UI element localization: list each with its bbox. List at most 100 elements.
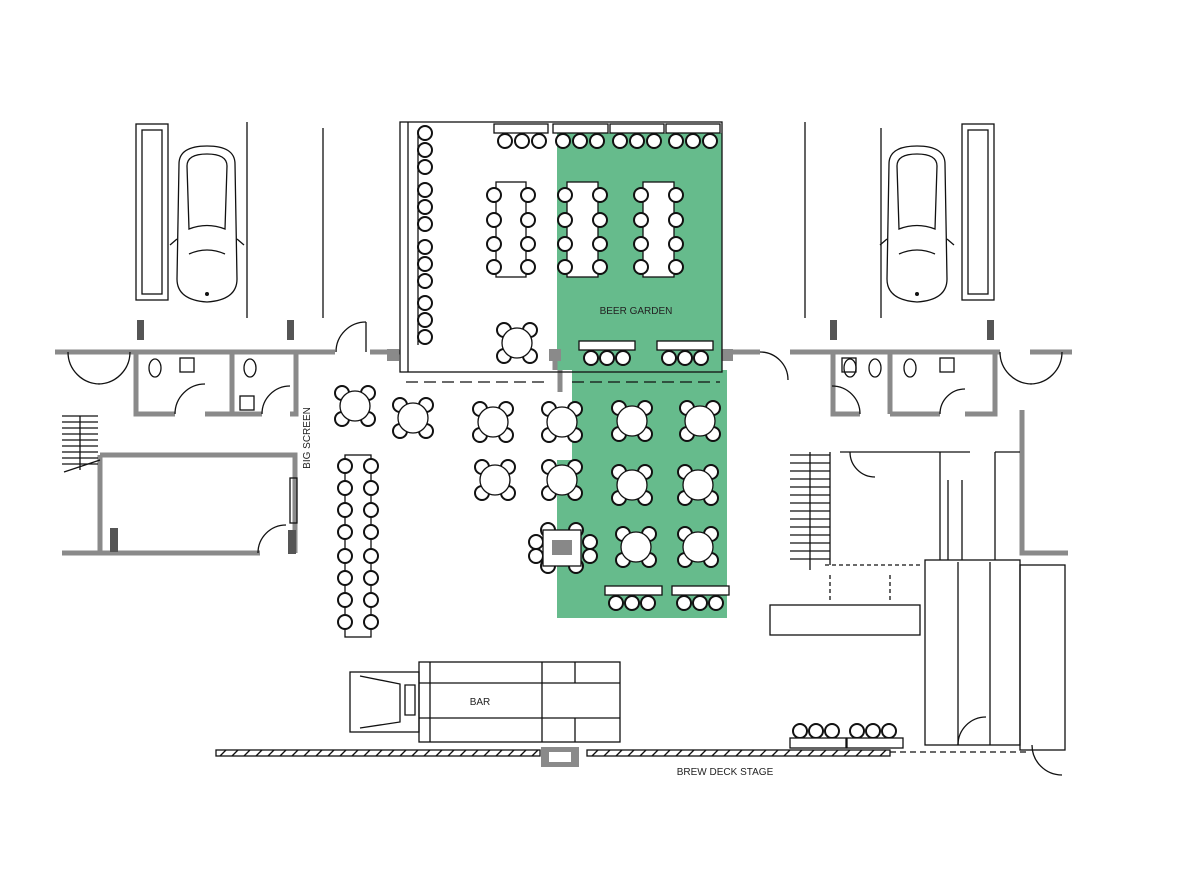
bench bbox=[671, 585, 730, 596]
chair bbox=[646, 133, 662, 149]
fixture-line bbox=[939, 388, 966, 415]
round-table bbox=[546, 406, 578, 438]
big-screen-label: BIG SCREEN bbox=[302, 407, 313, 469]
sink-icon bbox=[239, 395, 255, 411]
fixture-line bbox=[246, 122, 882, 318]
round-table bbox=[546, 464, 578, 496]
door-stop bbox=[110, 528, 118, 552]
bench bbox=[656, 340, 714, 351]
walls bbox=[55, 349, 1072, 767]
chair bbox=[363, 592, 379, 608]
service-room bbox=[924, 559, 1021, 746]
round-table bbox=[682, 469, 714, 501]
chair bbox=[633, 236, 649, 252]
furniture bbox=[334, 123, 904, 749]
chair bbox=[486, 212, 502, 228]
chair bbox=[514, 133, 530, 149]
fixture-line bbox=[261, 385, 291, 415]
post bbox=[387, 349, 399, 361]
chair bbox=[417, 199, 433, 215]
bench bbox=[789, 737, 847, 749]
chair bbox=[668, 236, 684, 252]
round-table bbox=[477, 406, 509, 438]
fixture-line bbox=[339, 749, 347, 757]
fixture-line bbox=[411, 749, 419, 757]
chair bbox=[557, 212, 573, 228]
fixture-line bbox=[639, 749, 647, 757]
bench bbox=[578, 340, 636, 351]
chair bbox=[582, 548, 598, 564]
fixture-line bbox=[519, 749, 527, 757]
car-part bbox=[176, 145, 238, 303]
bench bbox=[665, 123, 721, 134]
toilet-icon bbox=[903, 358, 917, 378]
chair bbox=[363, 502, 379, 518]
chair bbox=[693, 350, 709, 366]
chair bbox=[557, 236, 573, 252]
chair bbox=[520, 187, 536, 203]
round-table bbox=[616, 405, 648, 437]
fixture-line bbox=[97, 351, 131, 385]
chair bbox=[668, 187, 684, 203]
car-part bbox=[188, 249, 226, 255]
fixture-line bbox=[699, 749, 707, 757]
fixture-line bbox=[257, 524, 287, 554]
fixture-line bbox=[419, 662, 620, 742]
fixture-line bbox=[255, 749, 263, 757]
chair bbox=[531, 133, 547, 149]
chair bbox=[337, 570, 353, 586]
fixture-line bbox=[267, 749, 275, 757]
chair bbox=[608, 595, 624, 611]
chair bbox=[592, 236, 608, 252]
car-part bbox=[169, 238, 245, 246]
chair bbox=[417, 216, 433, 232]
chair bbox=[520, 212, 536, 228]
fixtures bbox=[62, 121, 1066, 776]
parking-bay bbox=[135, 123, 169, 301]
fixture-line bbox=[359, 675, 416, 729]
chair bbox=[692, 595, 708, 611]
table-center bbox=[552, 540, 572, 555]
sink-icon bbox=[179, 357, 195, 373]
fixture-line bbox=[174, 383, 206, 415]
wall bbox=[133, 352, 299, 417]
fixture-line bbox=[327, 749, 335, 757]
post bbox=[549, 349, 561, 361]
chair bbox=[555, 133, 571, 149]
round-table bbox=[682, 531, 714, 563]
fixture-line bbox=[747, 749, 755, 757]
chair bbox=[557, 259, 573, 275]
fixture-line bbox=[375, 749, 383, 757]
chair bbox=[417, 125, 433, 141]
fixture-line bbox=[723, 749, 731, 757]
fixture-line bbox=[219, 749, 227, 757]
chair bbox=[592, 187, 608, 203]
chair bbox=[363, 480, 379, 496]
sink-icon bbox=[939, 357, 955, 373]
round-table bbox=[479, 464, 511, 496]
chair bbox=[528, 534, 544, 550]
bench bbox=[609, 123, 665, 134]
fixture-line bbox=[999, 351, 1033, 385]
fixture-line bbox=[63, 416, 101, 473]
bench bbox=[552, 123, 609, 134]
car-icon bbox=[879, 145, 955, 303]
chair bbox=[520, 236, 536, 252]
chair bbox=[337, 502, 353, 518]
chair bbox=[668, 133, 684, 149]
chair bbox=[528, 548, 544, 564]
fixture-line bbox=[447, 749, 455, 757]
chair bbox=[808, 723, 824, 739]
fixture-line bbox=[231, 749, 239, 757]
chair bbox=[661, 350, 677, 366]
chair bbox=[849, 723, 865, 739]
truck-cab bbox=[349, 671, 420, 733]
stair-platform bbox=[769, 604, 921, 636]
car-icon bbox=[169, 145, 245, 303]
round-table bbox=[684, 405, 716, 437]
fixture-line bbox=[291, 749, 299, 757]
round-table bbox=[339, 390, 371, 422]
toilet-icon bbox=[148, 358, 162, 378]
car-part bbox=[886, 145, 948, 303]
chair bbox=[599, 350, 615, 366]
